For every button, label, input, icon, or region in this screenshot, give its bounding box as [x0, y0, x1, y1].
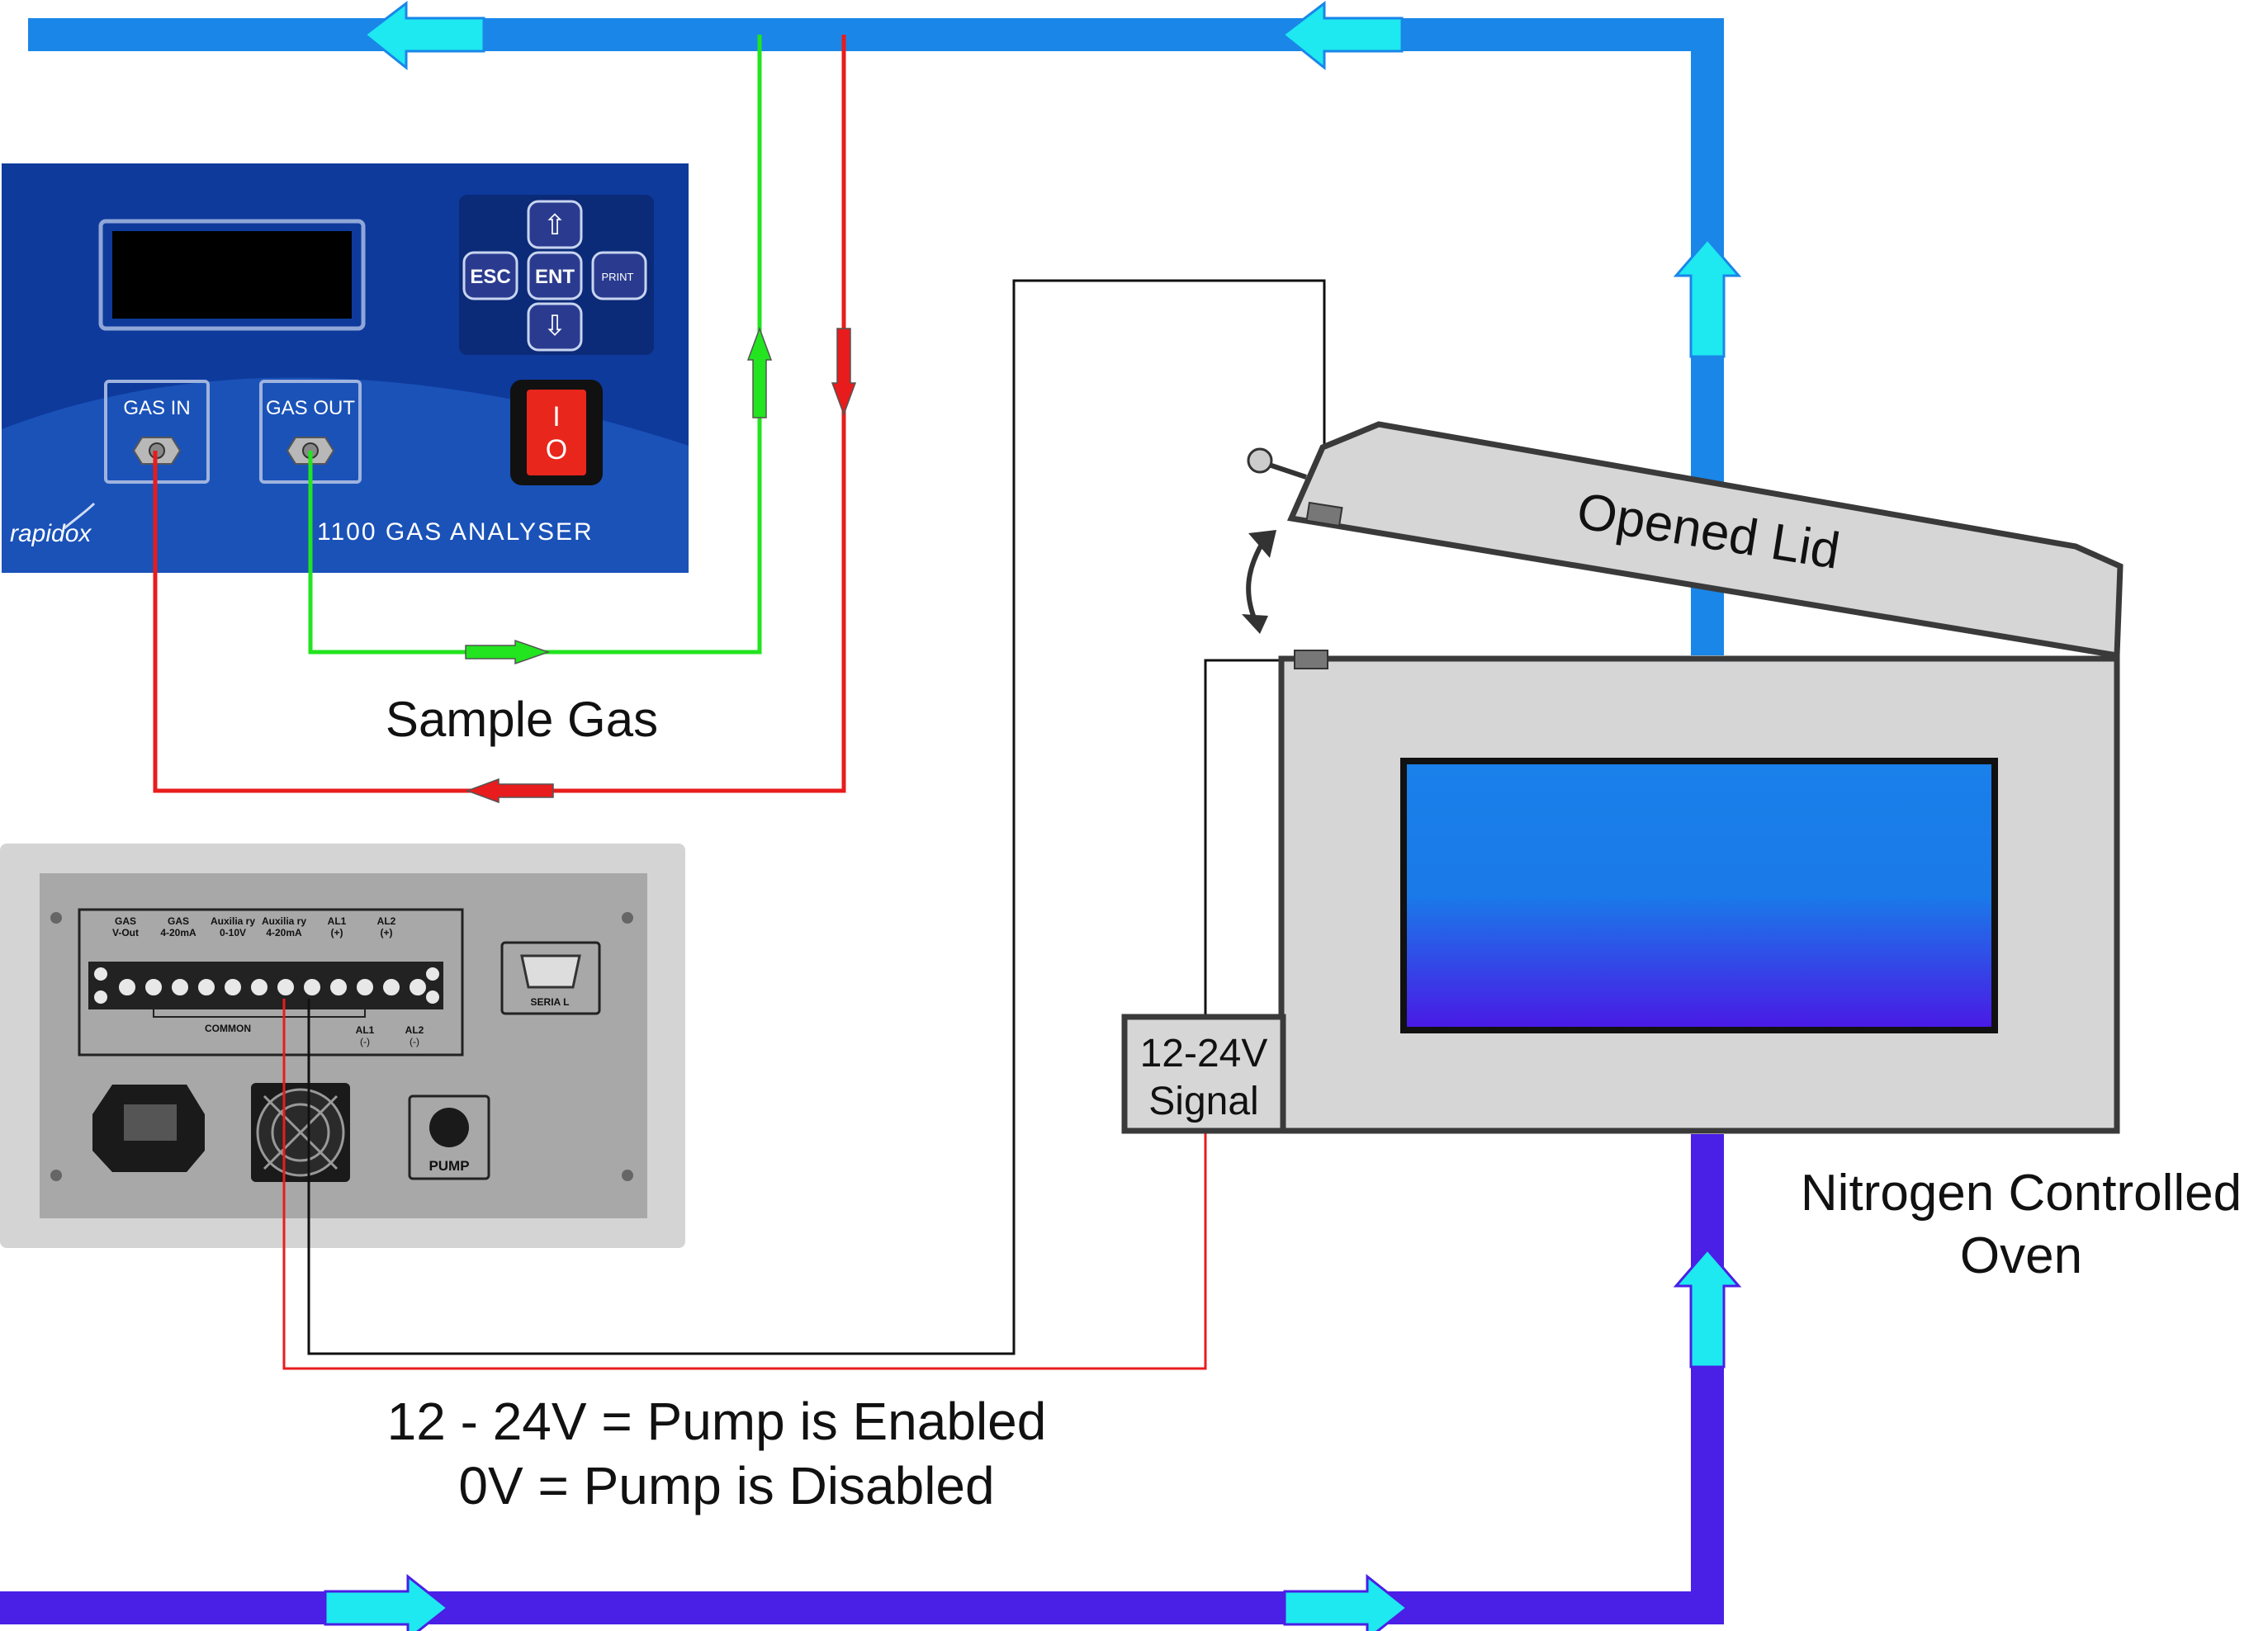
arrowhead-down-icon — [1242, 614, 1268, 634]
power-switch[interactable] — [527, 390, 586, 475]
serial-label: SERIA L — [531, 996, 570, 1008]
flow-arrow-up-icon — [1673, 237, 1742, 358]
svg-text:4-20mA: 4-20mA — [266, 927, 302, 938]
svg-text:(+): (+) — [331, 927, 343, 938]
nitrogen-oven: Opened Lid 12-24V Signal Nitrogen Contro… — [1121, 421, 2242, 1284]
svg-text:GAS: GAS — [115, 915, 136, 927]
lid-handle-icon — [1247, 447, 1307, 480]
brand-swoosh-icon — [64, 502, 96, 530]
red-arrow-down-icon — [831, 328, 857, 417]
flow-arrow-up-icon — [1673, 1247, 1742, 1369]
up-key-label: ⇧ — [543, 210, 567, 241]
oven-label-line2: Oven — [1960, 1227, 2082, 1284]
nitrogen-pipes — [0, 0, 1742, 1631]
svg-text:GAS: GAS — [168, 915, 189, 927]
arrowhead-up-icon — [1248, 530, 1276, 558]
gas-analyser-front: ⇧ ESC ENT PRINT ⇩ I O GAS IN GAS OUT rap… — [2, 163, 689, 573]
al2-minus-sign: (-) — [410, 1036, 419, 1047]
common-label: COMMON — [205, 1023, 251, 1034]
sample-gas-label: Sample Gas — [386, 692, 658, 747]
serial-port-plate — [500, 941, 601, 1015]
brand-logo: rapidox — [10, 520, 92, 547]
esc-key[interactable] — [462, 251, 518, 300]
lid-motion-arrow-icon — [1246, 540, 1266, 626]
svg-text:V-Out: V-Out — [112, 927, 139, 938]
pump-note-disabled: 0V = Pump is Disabled — [458, 1456, 994, 1515]
signal-wires — [282, 279, 1326, 1370]
terminal-headers: GAS V-Out GAS 4-20mA Auxilia ry 0-10V Au… — [112, 915, 396, 938]
sample-gas-lines: Sample Gas — [153, 35, 857, 804]
svg-text:0-10V: 0-10V — [220, 927, 246, 938]
svg-text:AL2: AL2 — [377, 915, 396, 927]
svg-text:AL1: AL1 — [328, 915, 347, 927]
oven-label-line1: Nitrogen Controlled — [1801, 1165, 2242, 1222]
gas-in-label: GAS IN — [123, 397, 190, 419]
lid-magnet-icon — [1305, 501, 1343, 527]
down-key-label: ⇩ — [543, 310, 567, 342]
top-pipe — [28, 18, 1724, 51]
gas-out-label: GAS OUT — [266, 397, 355, 419]
power-switch-off-label: O — [546, 434, 567, 466]
al1-minus-label: AL1 — [356, 1024, 375, 1036]
print-key[interactable] — [591, 251, 647, 300]
al2-minus-label: AL2 — [405, 1024, 424, 1036]
model-name: 1100 GAS ANALYSER — [317, 518, 594, 546]
down-key[interactable] — [527, 302, 583, 352]
pump-note: 12 - 24V = Pump is Enabled 0V = Pump is … — [387, 1392, 1047, 1515]
screw-icon — [50, 912, 633, 1181]
common-bracket — [153, 1009, 366, 1018]
pump-switch-plate — [408, 1094, 490, 1180]
oven-window — [1400, 758, 1998, 1033]
flow-arrow-right-icon — [1283, 1573, 1409, 1631]
terminal-block — [78, 908, 464, 1057]
al1-minus-sign: (-) — [360, 1036, 370, 1047]
print-key-label: PRINT — [602, 271, 634, 283]
terminal-screws — [88, 962, 443, 1009]
green-arrow-right-icon — [465, 639, 551, 665]
svg-text:Auxilia ry: Auxilia ry — [211, 915, 255, 927]
flow-arrow-left-icon — [362, 0, 485, 71]
signal-box-line2: Signal — [1148, 1080, 1258, 1123]
esc-key-label: ESC — [470, 266, 510, 288]
svg-text:(+): (+) — [381, 927, 393, 938]
power-switch-on-label: I — [552, 401, 560, 433]
power-inlet-socket — [124, 1104, 177, 1141]
display-lcd — [112, 231, 352, 319]
bottom-pipe — [0, 1591, 1724, 1624]
signal-box — [1121, 1014, 1286, 1134]
pump-switch[interactable] — [429, 1108, 469, 1147]
svg-text:Auxilia ry: Auxilia ry — [262, 915, 306, 927]
red-arrow-left-icon — [465, 778, 554, 804]
flow-arrow-left-icon — [1281, 0, 1404, 71]
right-pipe-lower — [1691, 1134, 1724, 1624]
lid-sensor-icon — [1294, 650, 1328, 669]
pump-note-enabled: 12 - 24V = Pump is Enabled — [387, 1392, 1047, 1451]
switch-wire — [1204, 659, 1295, 1017]
up-key[interactable] — [527, 200, 583, 249]
flow-arrow-right-icon — [324, 1573, 450, 1631]
green-arrow-up-icon — [746, 326, 773, 418]
serial-port-icon[interactable] — [520, 954, 581, 989]
oven-lid — [1286, 421, 2124, 659]
pump-label: PUMP — [429, 1158, 469, 1174]
red-signal-wire — [282, 999, 1207, 1370]
analyser-rear-panel: GAS V-Out GAS 4-20mA Auxilia ry 0-10V Au… — [0, 844, 685, 1248]
black-signal-wire — [307, 279, 1326, 1355]
svg-text:4-20mA: 4-20mA — [160, 927, 196, 938]
ent-key[interactable] — [527, 251, 583, 300]
ent-key-label: ENT — [535, 266, 575, 288]
signal-box-line1: 12-24V — [1140, 1032, 1268, 1076]
